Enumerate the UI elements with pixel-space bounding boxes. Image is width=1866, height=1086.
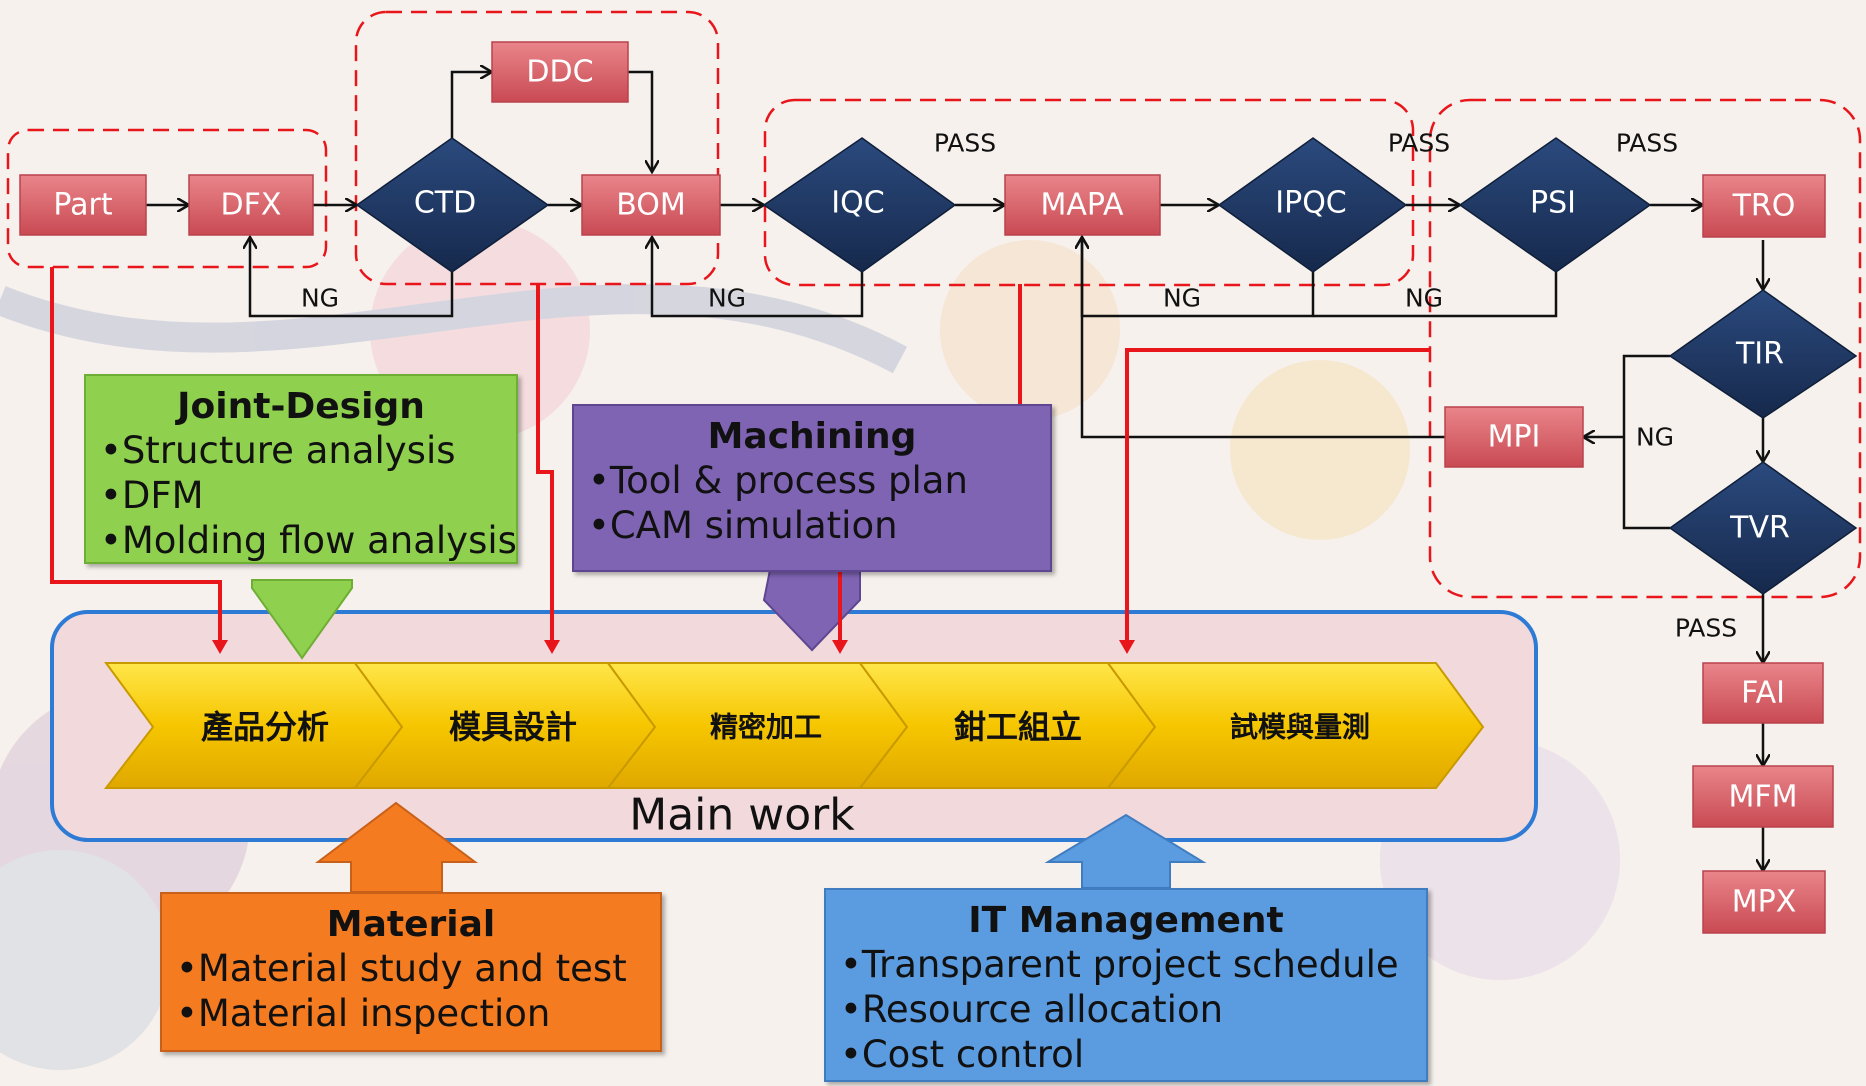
node-ddc — [491, 41, 629, 103]
node-label-bom: BOM — [616, 188, 686, 223]
node-tro — [1702, 174, 1826, 238]
material-box: Material •Material study and test •Mater… — [160, 892, 662, 1052]
it-management-title: IT Management — [968, 900, 1284, 941]
node-ipqc — [1217, 137, 1408, 273]
node-part — [19, 174, 147, 236]
node-label-ipqc: IPQC — [1275, 186, 1347, 221]
node-label-iqc: IQC — [831, 186, 884, 221]
node-mapa — [1004, 174, 1161, 236]
joint-design-item: •Structure analysis — [100, 429, 456, 472]
node-label-tvr: TVR — [1729, 511, 1790, 546]
diamond-nodes — [355, 137, 1858, 595]
edge-mpi-mapa — [1082, 237, 1445, 439]
rect-nodes — [19, 41, 1834, 934]
machining-title: Machining — [707, 416, 917, 457]
main-work-chevrons — [103, 662, 1485, 789]
chevron-label-2: 模具設計 — [449, 708, 577, 746]
node-mfm — [1692, 765, 1834, 828]
node-label-fai: FAI — [1741, 676, 1785, 711]
edge-ddc-bom — [628, 70, 652, 172]
edge-tir-loop — [1622, 354, 1670, 530]
node-label-mpx: MPX — [1732, 885, 1797, 920]
it-management-item: •Cost control — [840, 1033, 1085, 1076]
node-mpx — [1702, 870, 1826, 934]
chevron-label-5: 試模與量測 — [1230, 711, 1370, 744]
machining-item: •Tool & process plan — [588, 459, 968, 502]
chevron-label-4: 鉗工組立 — [954, 708, 1082, 746]
node-mpi — [1444, 406, 1584, 468]
node-bom — [581, 174, 721, 236]
joint-design-item: •DFM — [100, 474, 204, 517]
node-label-part: Part — [53, 188, 112, 223]
chevron-step-5 — [1105, 662, 1485, 789]
node-label-psi: PSI — [1530, 186, 1576, 221]
joint-design-box: Joint-Design •Structure analysis •DFM •M… — [84, 374, 518, 564]
node-tvr — [1668, 461, 1858, 595]
machining-item: •CAM simulation — [588, 504, 898, 547]
edge-psi-ng-mapa — [1313, 272, 1558, 318]
edge-ctd-ng-dfx — [250, 237, 454, 318]
node-fai — [1702, 662, 1824, 724]
node-label-ddc: DDC — [526, 55, 593, 90]
node-ctd — [355, 137, 550, 273]
chevron-label-1: 產品分析 — [201, 708, 329, 746]
it-management-box: IT Management •Transparent project sched… — [824, 888, 1428, 1082]
edge-ctd-ddc — [450, 72, 492, 138]
machining-box: Machining •Tool & process plan •CAM simu… — [572, 404, 1052, 572]
material-title: Material — [326, 904, 496, 945]
node-label-ctd: CTD — [414, 186, 476, 221]
edge-label-ng-bom: NG — [708, 284, 746, 313]
joint-design-item: •Molding flow analysis — [100, 519, 517, 562]
it-management-item: •Transparent project schedule — [840, 943, 1399, 986]
edge-label-pass-ipqc: PASS — [1388, 129, 1450, 158]
node-iqc — [762, 137, 957, 273]
group-frame-design — [6, 128, 328, 269]
edge-label-pass-psi: PASS — [1616, 129, 1678, 158]
link-design-step1 — [50, 267, 228, 654]
node-label-dfx: DFX — [221, 188, 282, 223]
edge-label-pass-tvr: PASS — [1675, 614, 1737, 643]
edge-label-ng-dfx: NG — [301, 284, 339, 313]
it-management-item: •Resource allocation — [840, 988, 1224, 1031]
node-dfx — [188, 174, 314, 236]
chevron-label-3: 精密加工 — [710, 711, 822, 744]
node-label-mapa: MAPA — [1040, 188, 1124, 223]
joint-design-title: Joint-Design — [177, 386, 425, 427]
edge-label-ng-mpi: NG — [1636, 423, 1674, 452]
material-item: •Material study and test — [176, 947, 627, 990]
link-trial-step5 — [1119, 348, 1430, 654]
main-work-label: Main work — [629, 790, 855, 841]
material-arrow — [315, 801, 479, 893]
joint-design-arrow — [251, 579, 353, 660]
group-frame-inspection — [763, 98, 1415, 287]
node-label-mpi: MPI — [1488, 420, 1541, 455]
node-tir — [1668, 289, 1858, 419]
flow-connectors — [146, 72, 1763, 871]
link-bom-step2 — [536, 284, 560, 654]
edge-iqc-ng-bom — [652, 237, 864, 318]
node-psi — [1458, 137, 1652, 273]
node-label-tro: TRO — [1732, 189, 1796, 224]
it-arrow — [1044, 813, 1207, 889]
node-label-tir: TIR — [1735, 337, 1784, 372]
node-label-mfm: MFM — [1728, 780, 1797, 815]
material-item: •Material inspection — [176, 992, 551, 1035]
edge-label-ng-mapa: NG — [1163, 284, 1201, 313]
edge-label-ng-psi: NG — [1405, 284, 1443, 313]
edge-label-pass-iqc: PASS — [934, 129, 996, 158]
